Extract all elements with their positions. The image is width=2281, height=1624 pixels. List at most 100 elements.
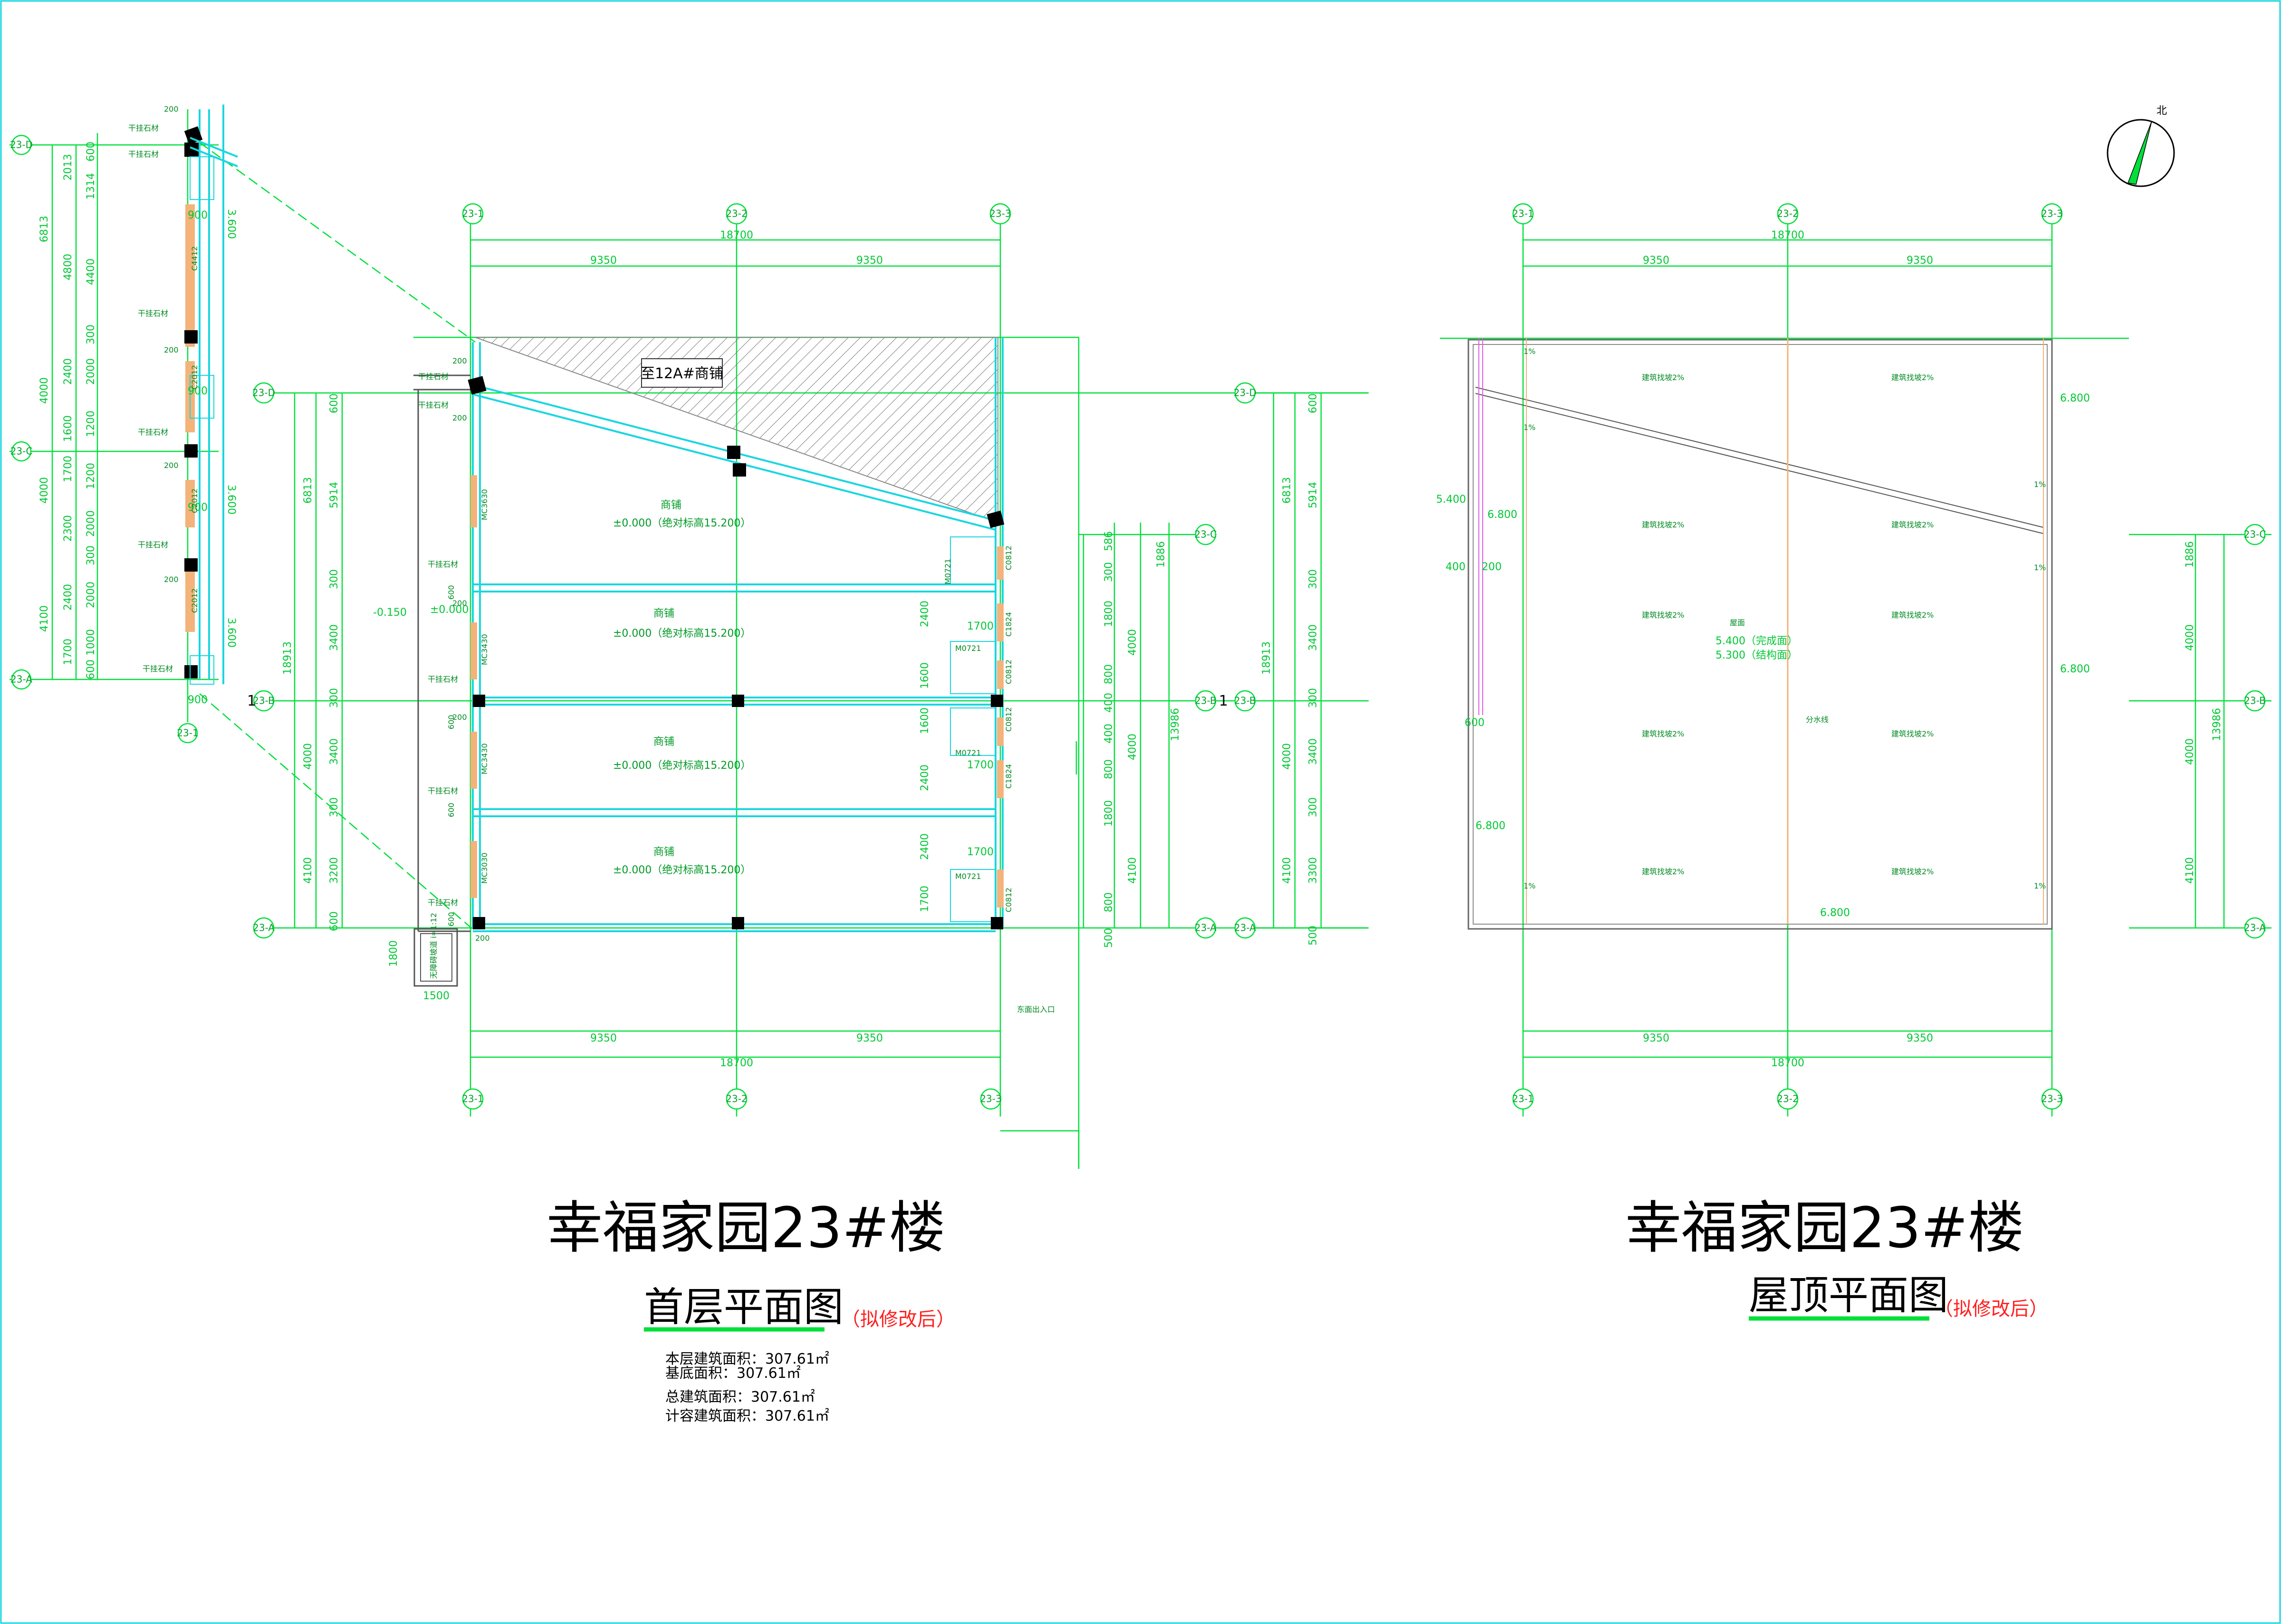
svg-text:200: 200 — [1482, 561, 1502, 573]
svg-text:23-1: 23-1 — [1512, 208, 1533, 220]
svg-text:3400: 3400 — [1307, 624, 1319, 651]
svg-text:4100: 4100 — [2184, 857, 2196, 884]
svg-text:600: 600 — [447, 802, 456, 817]
svg-text:300: 300 — [1307, 569, 1319, 589]
svg-text:23-A: 23-A — [10, 674, 32, 685]
svg-text:23-1: 23-1 — [177, 727, 198, 739]
svg-text:18700: 18700 — [1771, 229, 1804, 241]
svg-text:23-2: 23-2 — [726, 1093, 747, 1105]
svg-text:1: 1 — [1219, 693, 1228, 709]
svg-text:C0812: C0812 — [1004, 659, 1013, 684]
svg-text:800: 800 — [1103, 892, 1115, 912]
svg-text:9350: 9350 — [590, 255, 617, 267]
svg-text:1%: 1% — [2034, 480, 2046, 489]
svg-text:MC3630: MC3630 — [480, 489, 489, 520]
svg-text:800: 800 — [1103, 664, 1115, 684]
svg-text:M0721: M0721 — [955, 872, 981, 881]
svg-text:建筑找坡2%: 建筑找坡2% — [1891, 729, 1934, 738]
svg-text:23-A: 23-A — [253, 922, 275, 934]
svg-text:建筑找坡2%: 建筑找坡2% — [1642, 520, 1684, 529]
left-note: （拟修改后） — [841, 1309, 955, 1330]
svg-text:干挂石材: 干挂石材 — [418, 372, 449, 381]
svg-text:3400: 3400 — [328, 738, 340, 765]
svg-text:600: 600 — [85, 659, 97, 679]
svg-text:MC3430: MC3430 — [480, 743, 489, 774]
svg-text:建筑找坡2%: 建筑找坡2% — [1642, 373, 1684, 382]
svg-text:1886: 1886 — [1155, 541, 1167, 568]
svg-text:建筑找坡2%: 建筑找坡2% — [1891, 611, 1934, 620]
svg-text:商铺: 商铺 — [653, 846, 674, 858]
svg-text:23-3: 23-3 — [980, 1093, 1001, 1105]
svg-text:600: 600 — [85, 142, 97, 162]
svg-text:2400: 2400 — [62, 358, 74, 385]
svg-text:干挂石材: 干挂石材 — [428, 898, 458, 907]
svg-text:±0.000（绝对标高15.200）: ±0.000（绝对标高15.200） — [613, 760, 751, 772]
svg-text:4000: 4000 — [1127, 629, 1139, 656]
svg-text:4000: 4000 — [1127, 734, 1139, 760]
svg-text:23-B: 23-B — [1195, 695, 1217, 707]
roof-plan-axes: 23-1 23-2 23-3 23-1 23-2 23-3 23-D 23-B … — [1234, 203, 2266, 1110]
svg-text:600: 600 — [328, 911, 340, 931]
svg-text:MC3030: MC3030 — [480, 852, 489, 884]
svg-text:400: 400 — [1103, 724, 1115, 744]
svg-text:900: 900 — [188, 210, 208, 221]
svg-text:6813: 6813 — [38, 216, 50, 242]
svg-text:商铺: 商铺 — [653, 608, 674, 620]
svg-text:5914: 5914 — [1307, 482, 1319, 508]
svg-text:±0.000（绝对标高15.200）: ±0.000（绝对标高15.200） — [613, 517, 751, 529]
svg-text:9350: 9350 — [1907, 255, 1933, 267]
area-line: 计容建筑面积：307.61㎡ — [665, 1408, 829, 1424]
svg-text:23-C: 23-C — [2244, 529, 2266, 540]
svg-text:C4412: C4412 — [190, 246, 199, 271]
svg-text:C1824: C1824 — [1004, 764, 1013, 789]
svg-text:干挂石材: 干挂石材 — [138, 540, 168, 549]
svg-text:3.600: 3.600 — [225, 209, 237, 239]
svg-text:900: 900 — [188, 694, 208, 706]
svg-text:18700: 18700 — [720, 1057, 753, 1069]
svg-text:2000: 2000 — [85, 510, 97, 537]
svg-text:6.800: 6.800 — [2060, 663, 2090, 675]
svg-text:18700: 18700 — [1771, 1057, 1804, 1069]
svg-text:C0812: C0812 — [1004, 707, 1013, 732]
axis-bubble: 23-A — [2244, 917, 2266, 939]
svg-text:23-C: 23-C — [10, 446, 33, 457]
svg-text:5.400（完成面）: 5.400（完成面） — [1716, 635, 1798, 647]
svg-text:2000: 2000 — [85, 582, 97, 608]
svg-text:23-D: 23-D — [10, 139, 33, 151]
axis-bubble: 23-B — [253, 690, 275, 712]
svg-text:建筑找坡2%: 建筑找坡2% — [1642, 729, 1684, 738]
svg-text:C0812: C0812 — [1004, 545, 1013, 570]
svg-text:M0721: M0721 — [955, 644, 981, 653]
svg-text:1: 1 — [247, 693, 256, 709]
svg-text:23-D: 23-D — [1234, 387, 1256, 399]
axis-bubble: 23-1 — [177, 723, 199, 744]
svg-text:东面出入口: 东面出入口 — [1017, 1005, 1055, 1014]
left-subtitle: 首层平面图 — [644, 1284, 843, 1330]
svg-text:18913: 18913 — [282, 641, 294, 675]
svg-text:23-1: 23-1 — [1512, 1093, 1533, 1105]
area-line: 总建筑面积：307.61㎡ — [665, 1389, 815, 1405]
axis-bubble: 23-C — [2244, 524, 2266, 545]
axis-bubble: 23-1 — [1512, 203, 1534, 225]
svg-text:600: 600 — [447, 715, 456, 729]
svg-text:1886: 1886 — [2184, 541, 2196, 568]
svg-text:1700: 1700 — [62, 639, 74, 665]
svg-text:23-B: 23-B — [2244, 695, 2266, 707]
axis-bubble: 23-2 — [1777, 203, 1799, 225]
svg-text:18913: 18913 — [1261, 641, 1273, 675]
svg-text:1%: 1% — [1524, 347, 1535, 356]
svg-text:3.600: 3.600 — [225, 485, 237, 515]
svg-text:6.800: 6.800 — [1820, 907, 1850, 919]
svg-text:1600: 1600 — [919, 707, 931, 734]
left-title: 幸福家园23#楼 — [546, 1195, 945, 1261]
svg-text:1700: 1700 — [967, 759, 994, 771]
svg-text:6813: 6813 — [1281, 477, 1293, 504]
svg-text:4100: 4100 — [1281, 857, 1293, 884]
svg-text:1600: 1600 — [919, 662, 931, 689]
svg-text:400: 400 — [1103, 693, 1115, 713]
svg-text:23-3: 23-3 — [2041, 208, 2062, 220]
axis-bubble: 23-3 — [2041, 1088, 2063, 1110]
svg-text:C1824: C1824 — [1004, 612, 1013, 637]
svg-text:干挂石材: 干挂石材 — [128, 124, 159, 133]
svg-text:1800: 1800 — [388, 940, 400, 967]
